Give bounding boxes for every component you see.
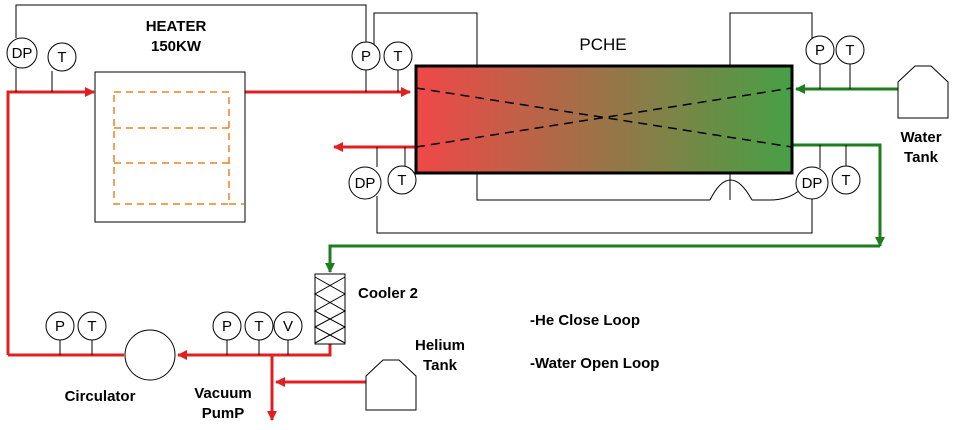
svg-text:T: T — [87, 318, 96, 335]
svg-text:T: T — [254, 318, 263, 335]
legend-he-loop: -He Close Loop — [530, 312, 640, 329]
pche-dp-top-line — [373, 12, 710, 201]
water-loop — [325, 84, 898, 273]
instrument-water-out-dp: DP — [795, 166, 829, 200]
svg-text:DP: DP — [802, 175, 823, 192]
he-line-to-heater — [6, 87, 95, 355]
pche-title: PCHE — [579, 35, 626, 54]
svg-text:T: T — [845, 42, 854, 59]
instrument-heater-dp: DP — [6, 37, 38, 69]
heater-power: 150KW — [151, 38, 202, 55]
heater-dp-line — [15, 4, 367, 52]
pche: PCHE — [414, 35, 794, 175]
svg-text:P: P — [222, 318, 232, 335]
svg-text:T: T — [397, 172, 406, 189]
vacuum-pump-label: Vacuum — [194, 385, 252, 402]
instrument-circ-p: P — [45, 311, 75, 341]
dp-bottom-line — [376, 196, 813, 234]
circulator-label: Circulator — [65, 388, 136, 405]
heater: HEATER 150KW — [94, 18, 246, 223]
vacuum-pump-label-2: PumP — [202, 405, 245, 422]
water-tank-label-2: Tank — [904, 149, 939, 166]
instrument-water-in-p: P — [805, 35, 835, 65]
instrument-water-in-t: T — [835, 35, 865, 65]
water-tank-label: Water — [900, 129, 941, 146]
instrument-cooler-t: T — [244, 311, 274, 341]
helium-tank-label: Helium — [415, 337, 465, 354]
svg-text:DP: DP — [12, 45, 33, 62]
svg-text:DP: DP — [355, 175, 376, 192]
water-tank: Water Tank — [897, 65, 949, 166]
heater-title: HEATER — [146, 18, 207, 35]
svg-text:T: T — [393, 48, 402, 65]
pche-flow-line-1 — [415, 87, 793, 148]
water-line-out — [792, 143, 885, 247]
heater-coil — [113, 91, 244, 205]
water-line-to-cooler — [325, 244, 880, 273]
svg-text:T: T — [841, 172, 850, 189]
helium-tank: Helium Tank — [365, 337, 465, 411]
svg-text:T: T — [57, 49, 66, 66]
svg-text:P: P — [815, 42, 825, 59]
pipe-crossover — [709, 179, 753, 201]
instrument-pche-in-p: P — [351, 41, 381, 71]
instrument-taps — [15, 64, 851, 355]
instrument-heater-t: T — [47, 42, 77, 72]
helium-loop — [6, 87, 416, 421]
cooler-label: Cooler 2 — [358, 285, 418, 302]
instrument-cooler-v: V — [273, 311, 303, 341]
instrument-pche-out-dp: DP — [348, 166, 382, 200]
pche-flow-line-2 — [415, 87, 793, 148]
instrument-pche-out-t: T — [387, 165, 417, 195]
svg-text:P: P — [361, 48, 371, 65]
svg-text:V: V — [283, 318, 293, 335]
legend-water-loop: -Water Open Loop — [530, 355, 659, 372]
circulator: Circulator — [65, 329, 176, 405]
cooler-2: Cooler 2 — [313, 273, 418, 345]
helium-tank-label-2: Tank — [423, 357, 458, 374]
instrument-pche-in-t: T — [383, 41, 413, 71]
instrument-water-out-t: T — [831, 165, 861, 195]
he-line-to-circulator — [177, 344, 332, 360]
instrument-cooler-p: P — [212, 311, 242, 341]
svg-text:P: P — [55, 318, 65, 335]
instrument-circ-t: T — [77, 311, 107, 341]
